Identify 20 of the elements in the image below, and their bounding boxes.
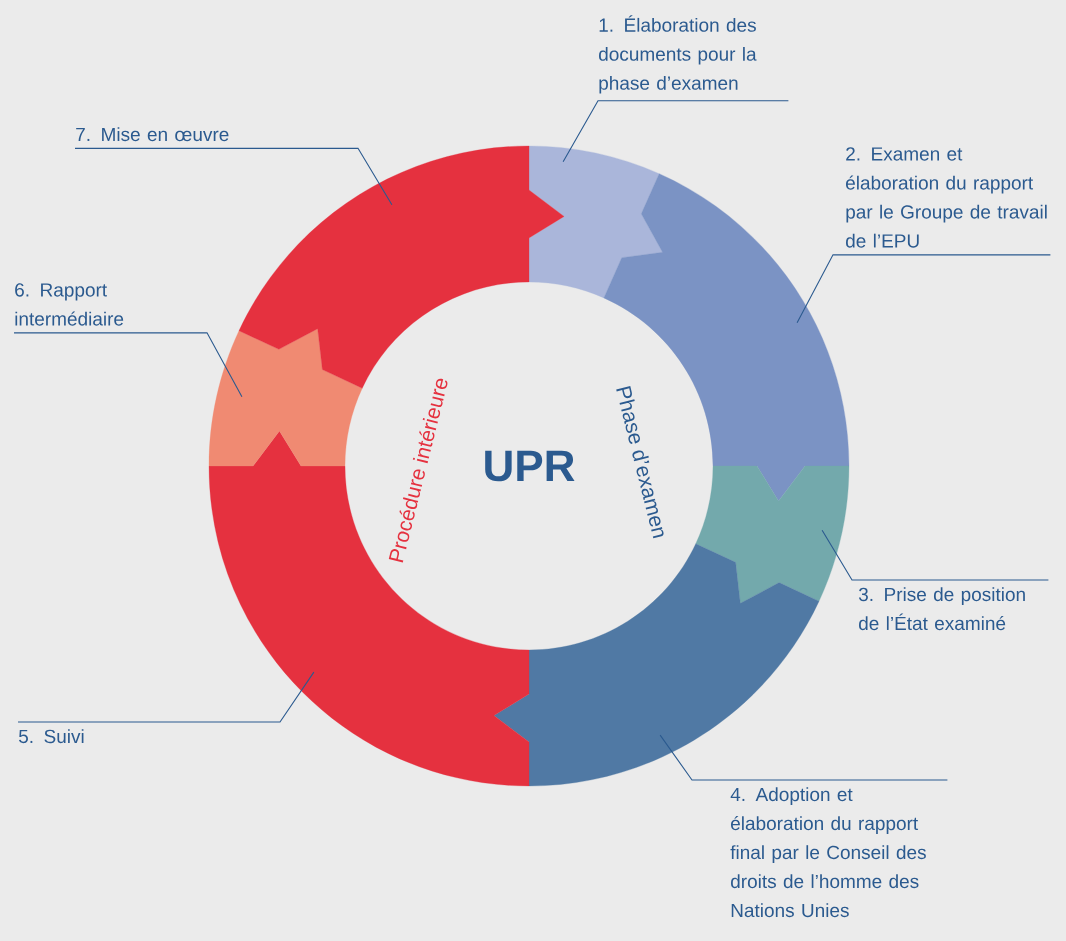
step-label: 7. Mise en œuvre	[76, 127, 229, 142]
step-label: 5. Suivi	[18, 729, 84, 744]
ring-segment	[695, 465, 850, 604]
step-label: 4. Adoption et élaboration du rapport final par le Conseil des droits de l’homme des Nations Unies	[730, 787, 926, 918]
leader-line	[796, 254, 1051, 324]
step-label: 2. Examen et élaboration du rapport par le Groupe de travail de l’EPU	[846, 147, 1047, 248]
step-label: 6. Rapport intermédiaire	[15, 283, 124, 326]
leader-line	[562, 100, 789, 163]
ring-segment	[528, 145, 663, 299]
leader-line	[74, 147, 393, 206]
leader-line	[659, 734, 948, 781]
leader-line	[13, 332, 243, 398]
ring-caption: Phase d’examen	[616, 386, 664, 539]
center-title: UPR	[485, 450, 575, 482]
step-label: 3. Prise de position de l’État examiné	[858, 587, 1025, 631]
leader-line	[17, 671, 315, 723]
leader-line	[821, 529, 1049, 581]
step-label: 1. Élaboration des documents pour la phase d’examen	[599, 15, 757, 94]
ring-segment	[208, 328, 363, 467]
ring-segment	[493, 543, 820, 787]
